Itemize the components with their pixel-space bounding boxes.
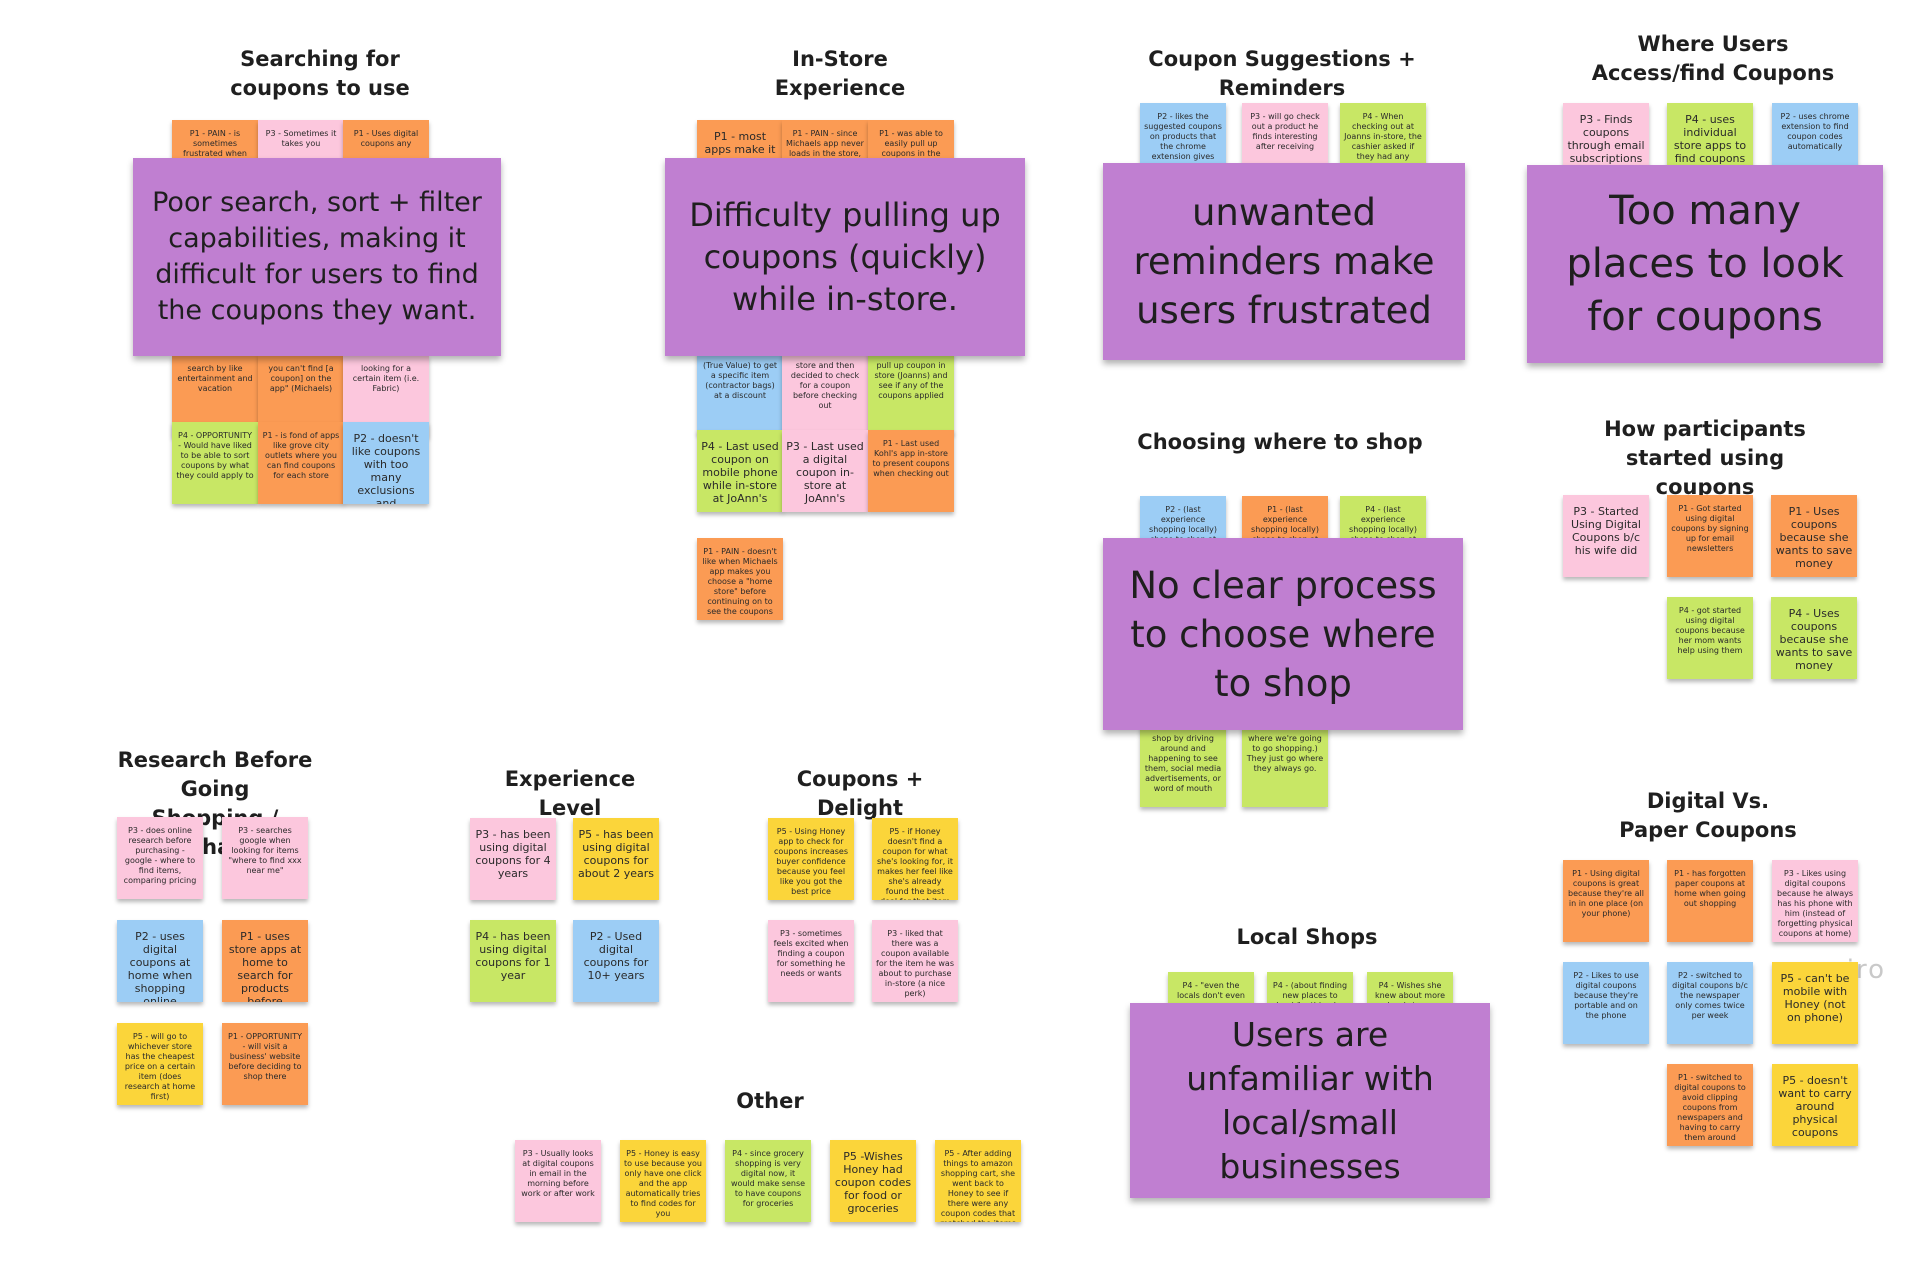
sticky-note[interactable]: P1 - has forgotten paper coupons at home…	[1667, 860, 1753, 942]
insight-note-choosing[interactable]: No clear process to choose where to shop	[1103, 538, 1463, 730]
cluster-title-paper: Digital Vs. Paper Coupons	[1619, 789, 1797, 842]
sticky-note[interactable]: P4 - Last used coupon on mobile phone wh…	[697, 430, 783, 512]
sticky-note[interactable]: P3 - has been using digital coupons for …	[470, 818, 556, 900]
sticky-note[interactable]: (True Value) to get a specific item (con…	[697, 352, 783, 434]
sticky-note[interactable]: P1 - Last used Kohl's app in-store to pr…	[868, 430, 954, 512]
sticky-note[interactable]: P4 - has been using digital coupons for …	[470, 920, 556, 1002]
cluster-title-suggest: Coupon Suggestions + Reminders	[1148, 47, 1416, 100]
sticky-note[interactable]: P3 - Started Using Digital Coupons b/c h…	[1563, 495, 1649, 577]
sticky-note[interactable]: P3 - Last used a digital coupon in-store…	[782, 430, 868, 512]
sticky-note[interactable]: P5 - will go to whichever store has the …	[117, 1023, 203, 1105]
sticky-note[interactable]: P5 - has been using digital coupons for …	[573, 818, 659, 900]
insight-note-access[interactable]: Too many places to look for coupons	[1527, 165, 1883, 363]
cluster-title-delight: Coupons + Delight	[796, 767, 924, 820]
sticky-note[interactable]: P2 - switched to digital coupons b/c the…	[1667, 962, 1753, 1044]
sticky-note[interactable]: P3 - liked that there was a coupon avail…	[872, 920, 958, 1002]
insight-note-local[interactable]: Users are unfamiliar with local/small bu…	[1130, 1003, 1490, 1198]
cluster-title-local: Local Shops	[1236, 925, 1378, 949]
sticky-note[interactable]: P4 - since grocery shopping is very digi…	[725, 1140, 811, 1222]
sticky-note[interactable]: P2 - uses digital coupons at home when s…	[117, 920, 203, 1002]
insight-note-suggest[interactable]: unwanted reminders make users frustrated	[1103, 163, 1465, 360]
sticky-note[interactable]: P3 - Usually looks at digital coupons in…	[515, 1140, 601, 1222]
sticky-note[interactable]: store and then decided to check for a co…	[782, 352, 868, 434]
sticky-note[interactable]: P5 -Wishes Honey had coupon codes for fo…	[830, 1140, 916, 1222]
sticky-note[interactable]: P4 - got started using digital coupons b…	[1667, 597, 1753, 679]
insight-note-instore[interactable]: Difficulty pulling up coupons (quickly) …	[665, 158, 1025, 356]
sticky-note[interactable]: P1 - switched to digital coupons to avoi…	[1667, 1064, 1753, 1146]
sticky-note[interactable]: P2 - Likes to use digital coupons becaus…	[1563, 962, 1649, 1044]
sticky-note[interactable]: shop by driving around and happening to …	[1140, 725, 1226, 807]
sticky-note[interactable]: where we're going to go shopping.) They …	[1242, 725, 1328, 807]
sticky-note[interactable]: P1 - Got started using digital coupons b…	[1667, 495, 1753, 577]
sticky-note[interactable]: P5 - Using Honey app to check for coupon…	[768, 818, 854, 900]
sticky-note[interactable]: P3 - Likes using digital coupons because…	[1772, 860, 1858, 942]
sticky-note[interactable]: P5 - if Honey doesn't find a coupon for …	[872, 818, 958, 900]
cluster-title-other: Other	[736, 1089, 804, 1113]
sticky-note[interactable]: P1 - Using digital coupons is great beca…	[1563, 860, 1649, 942]
sticky-note[interactable]: P1 - uses store apps at home to search f…	[222, 920, 308, 1002]
cluster-title-instore: In-Store Experience	[774, 47, 906, 100]
sticky-note[interactable]: P5 - doesn't want to carry around physic…	[1772, 1064, 1858, 1146]
cluster-title-choosing: Choosing where to shop	[1137, 430, 1423, 454]
sticky-note[interactable]: P2 - doesn't like coupons with too many …	[343, 422, 429, 504]
insight-note-searching[interactable]: Poor search, sort + filter capabilities,…	[133, 158, 501, 356]
sticky-note[interactable]: P5 - can't be mobile with Honey (not on …	[1772, 962, 1858, 1044]
sticky-note[interactable]: P1 - OPPORTUNITY - will visit a business…	[222, 1023, 308, 1105]
cluster-title-access: Where Users Access/find Coupons	[1591, 32, 1835, 85]
cluster-title-started: How participants started using coupons	[1604, 417, 1806, 499]
sticky-note[interactable]: P4 - OPPORTUNITY - Would have liked to b…	[172, 422, 258, 504]
sticky-note[interactable]: P4 - Uses coupons because she wants to s…	[1771, 597, 1857, 679]
cluster-title-experience: Experience Level	[504, 767, 636, 820]
sticky-note[interactable]: pull up coupon in store (Joanns) and see…	[868, 352, 954, 434]
sticky-note[interactable]: P1 - PAIN - doesn't like when Michaels a…	[697, 538, 783, 620]
sticky-note[interactable]: P1 - is fond of apps like grove city out…	[258, 422, 344, 504]
sticky-note[interactable]: P2 - Used digital coupons for 10+ years	[573, 920, 659, 1002]
sticky-note[interactable]: P3 - sometimes feels excited when findin…	[768, 920, 854, 1002]
sticky-note[interactable]: P3 - searches google when looking for it…	[222, 817, 308, 899]
sticky-note[interactable]: P5 - Honey is easy to use because you on…	[620, 1140, 706, 1222]
sticky-note[interactable]: P1 - Uses coupons because she wants to s…	[1771, 495, 1857, 577]
cluster-title-searching: Searching for coupons to use	[230, 47, 410, 100]
sticky-note[interactable]: P5 - After adding things to amazon shopp…	[935, 1140, 1021, 1222]
sticky-note[interactable]: P3 - does online research before purchas…	[117, 817, 203, 899]
